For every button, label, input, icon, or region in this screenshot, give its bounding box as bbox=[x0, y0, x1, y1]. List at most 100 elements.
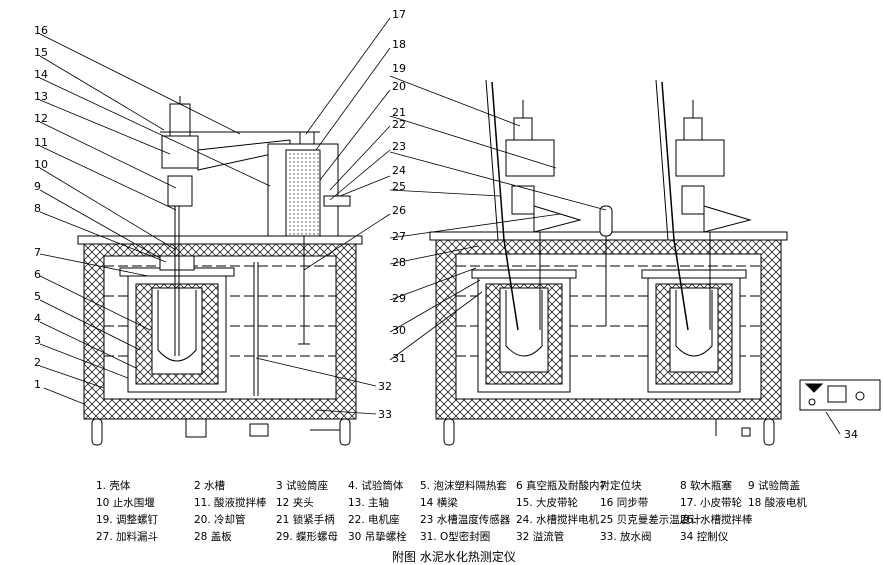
legend-item-17: 17. 小皮带轮 bbox=[680, 495, 742, 510]
legend-text: 横梁 bbox=[436, 497, 458, 509]
legend-text: 冷却管 bbox=[214, 514, 246, 526]
callout-3: 3 bbox=[34, 334, 41, 347]
legend-number: 24. bbox=[516, 514, 537, 526]
callout-13: 13 bbox=[34, 90, 48, 103]
legend-text: 酸液搅拌棒 bbox=[214, 497, 267, 509]
legend-item-3: 3 试验筒座 bbox=[276, 478, 328, 493]
legend-number: 21 bbox=[276, 514, 293, 526]
legend-number: 29. bbox=[276, 531, 297, 543]
legend-number: 26. bbox=[680, 514, 701, 526]
legend-number: 32 bbox=[516, 531, 533, 543]
callout-29: 29 bbox=[392, 292, 406, 305]
callout-16: 16 bbox=[34, 24, 48, 37]
legend-text: 真空瓶及耐酸内衬 bbox=[526, 480, 611, 492]
legend-item-33: 33. 放水阀 bbox=[600, 529, 652, 544]
legend-text: O型密封圈 bbox=[440, 531, 491, 543]
legend-number: 31. bbox=[420, 531, 441, 543]
legend-item-5: 5. 泡沫塑料隔热套 bbox=[420, 478, 507, 493]
legend-item-23: 23 水槽温度传感器 bbox=[420, 512, 510, 527]
legend-number: 34 bbox=[680, 531, 697, 543]
legend-text: 蝶形螺母 bbox=[296, 531, 339, 543]
legend-item-27: 27. 加料漏斗 bbox=[96, 529, 158, 544]
callout-32: 32 bbox=[378, 380, 392, 393]
legend-number: 12 bbox=[276, 497, 293, 509]
legend-number: 15. bbox=[516, 497, 537, 509]
legend-number: 13. bbox=[348, 497, 369, 509]
legend-text: 调整螺钉 bbox=[116, 514, 159, 526]
legend-item-8: 8 软木瓶塞 bbox=[680, 478, 732, 493]
legend-text: 试验筒座 bbox=[286, 480, 329, 492]
callout-24: 24 bbox=[392, 164, 406, 177]
legend-number: 4. bbox=[348, 480, 362, 492]
legend-text: 泡沫塑料隔热套 bbox=[433, 480, 507, 492]
legend-number: 28 bbox=[194, 531, 211, 543]
legend-item-7: 7 定位块 bbox=[600, 478, 642, 493]
callout-20: 20 bbox=[392, 80, 406, 93]
callout-8: 8 bbox=[34, 202, 41, 215]
callout-23: 23 bbox=[392, 140, 406, 153]
legend-text: 贝克曼差示温度计 bbox=[616, 514, 701, 526]
legend-number: 7 bbox=[600, 480, 611, 492]
legend-item-22: 22. 电机座 bbox=[348, 512, 400, 527]
legend-text: 小皮带轮 bbox=[700, 497, 743, 509]
callout-18: 18 bbox=[392, 38, 406, 51]
legend-text: 试验筒体 bbox=[361, 480, 404, 492]
legend-text: 加料漏斗 bbox=[116, 531, 159, 543]
legend-item-13: 13. 主轴 bbox=[348, 495, 389, 510]
legend-item-19: 19. 调整螺钉 bbox=[96, 512, 158, 527]
legend-text: 试验筒盖 bbox=[758, 480, 801, 492]
right-apparatus bbox=[429, 79, 788, 446]
legend-number: 14 bbox=[420, 497, 437, 509]
callout-12: 12 bbox=[34, 112, 48, 125]
legend-item-11: 11. 酸液搅拌棒 bbox=[194, 495, 267, 510]
callout-25: 25 bbox=[392, 180, 406, 193]
legend-number: 10 bbox=[96, 497, 113, 509]
callout-9: 9 bbox=[34, 180, 41, 193]
callout-11: 11 bbox=[34, 136, 48, 149]
legend-text: 夹头 bbox=[292, 497, 314, 509]
legend-item-9: 9 试验筒盖 bbox=[748, 478, 800, 493]
callout-14: 14 bbox=[34, 68, 48, 81]
legend-number: 9 bbox=[748, 480, 759, 492]
legend-item-15: 15. 大皮带轮 bbox=[516, 495, 578, 510]
legend-item-25: 25 贝克曼差示温度计 bbox=[600, 512, 701, 527]
legend-item-2: 2 水槽 bbox=[194, 478, 225, 493]
legend-text: 电机座 bbox=[368, 514, 400, 526]
callout-19: 19 bbox=[392, 62, 406, 75]
legend-text: 锁紧手柄 bbox=[292, 514, 335, 526]
callout-30: 30 bbox=[392, 324, 406, 337]
legend-text: 吊挚螺栓 bbox=[364, 531, 407, 543]
legend-number: 18 bbox=[748, 497, 765, 509]
legend-item-10: 10 止水围堰 bbox=[96, 495, 155, 510]
callout-1: 1 bbox=[34, 378, 41, 391]
legend-item-26: 26. 水槽搅拌棒 bbox=[680, 512, 753, 527]
legend-number: 5. bbox=[420, 480, 434, 492]
legend-item-24: 24. 水槽搅拌电机 bbox=[516, 512, 599, 527]
legend-item-28: 28 盖板 bbox=[194, 529, 232, 544]
legend-number: 3 bbox=[276, 480, 287, 492]
legend-item-4: 4. 试验筒体 bbox=[348, 478, 403, 493]
legend-number: 11. bbox=[194, 497, 215, 509]
legend-item-29: 29. 蝶形螺母 bbox=[276, 529, 338, 544]
legend-item-12: 12 夹头 bbox=[276, 495, 314, 510]
legend-number: 8 bbox=[680, 480, 691, 492]
legend-number: 30 bbox=[348, 531, 365, 543]
callout-22: 22 bbox=[392, 118, 406, 131]
legend-text: 放水阀 bbox=[620, 531, 652, 543]
legend-number: 1. bbox=[96, 480, 110, 492]
callout-34: 34 bbox=[844, 428, 858, 441]
left-apparatus bbox=[77, 96, 363, 446]
figure-caption: 附图 水泥水化热测定仪 bbox=[392, 550, 516, 564]
callout-21: 21 bbox=[392, 106, 406, 119]
legend-item-31: 31. O型密封圈 bbox=[420, 529, 490, 544]
legend-text: 壳体 bbox=[109, 480, 131, 492]
legend-item-1: 1. 壳体 bbox=[96, 478, 130, 493]
legend-text: 定位块 bbox=[610, 480, 642, 492]
legend-item-21: 21 锁紧手柄 bbox=[276, 512, 335, 527]
legend-text: 软木瓶塞 bbox=[690, 480, 733, 492]
legend-number: 23 bbox=[420, 514, 437, 526]
callout-26: 26 bbox=[392, 204, 406, 217]
legend-text: 溢流管 bbox=[532, 531, 565, 543]
legend-text: 止水围堰 bbox=[112, 497, 155, 509]
legend-number: 16 bbox=[600, 497, 617, 509]
